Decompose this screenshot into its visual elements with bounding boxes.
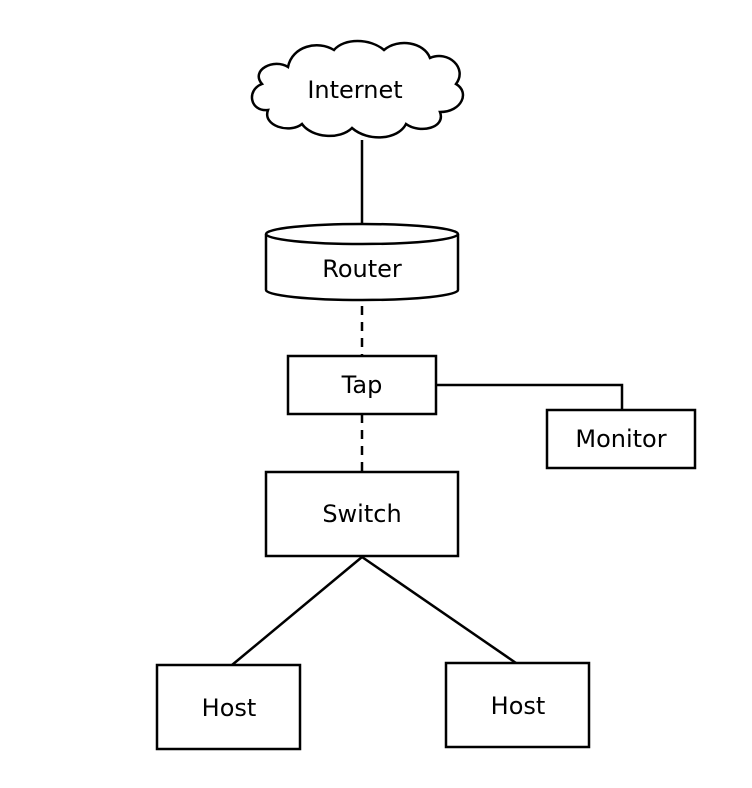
tap-node: Tap [286, 354, 438, 416]
host-right-box [444, 661, 591, 749]
monitor-label: Monitor [575, 425, 666, 453]
host-right-node: Host [444, 661, 591, 749]
links [231, 140, 624, 666]
link-switch-host-left [231, 556, 363, 666]
switch-label: Switch [322, 500, 401, 528]
link-tap-monitor [436, 383, 624, 410]
internet-node: Internet [250, 39, 465, 139]
switch-box [264, 470, 460, 558]
router-label: Router [322, 255, 402, 283]
monitor-box [545, 408, 697, 470]
switch-node: Switch [264, 470, 460, 558]
host-left-node: Host [155, 663, 302, 751]
router-top [264, 222, 460, 246]
internet-label: Internet [307, 76, 402, 104]
host-left-label: Host [202, 694, 257, 722]
cloud-icon [250, 39, 465, 139]
link-switch-host-right [361, 555, 517, 665]
host-right-label: Host [491, 692, 546, 720]
tap-box [286, 354, 438, 416]
host-left-box [155, 663, 302, 751]
tap-label: Tap [341, 371, 383, 399]
router-node: Router [264, 222, 460, 302]
router-icon [264, 234, 460, 302]
monitor-node: Monitor [545, 408, 697, 470]
